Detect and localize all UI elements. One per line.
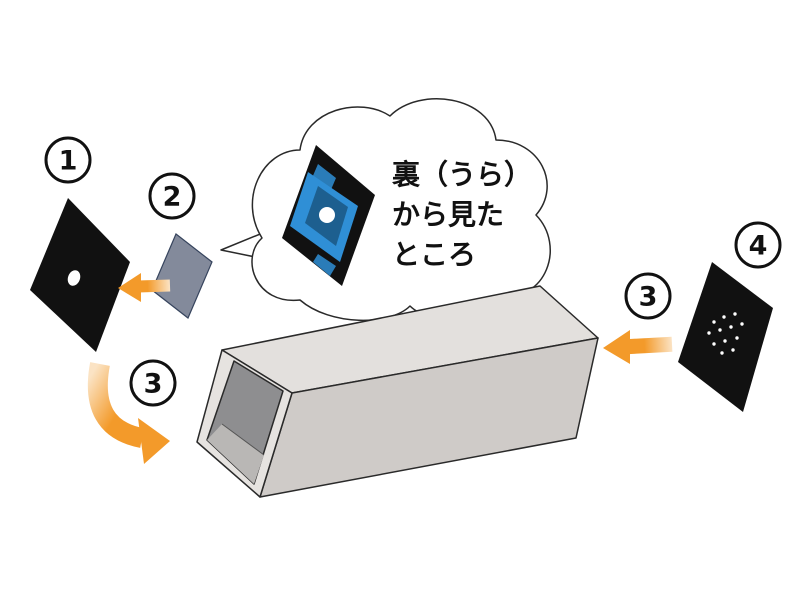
card-back-view	[282, 145, 375, 286]
marker-label: 1	[59, 146, 78, 177]
arrow-head	[118, 273, 141, 302]
marker-4: 4	[734, 221, 782, 269]
pinhole	[720, 351, 724, 355]
pinhole	[722, 315, 726, 319]
thought-bubble: 裏（うら） から見た ところ	[220, 98, 551, 321]
pinhole	[712, 342, 716, 346]
pinhole	[729, 325, 733, 329]
card-hole	[67, 270, 81, 286]
marker-circle	[624, 272, 672, 320]
pinhole	[707, 331, 711, 335]
tape-strip-top	[312, 164, 336, 192]
pinhole-pattern	[707, 312, 744, 355]
callout-line-2: から見た	[392, 198, 504, 231]
tube-inner-floor	[207, 424, 264, 484]
arrow-head	[603, 330, 630, 364]
pinhole	[731, 348, 735, 352]
callout-line-3: ところ	[392, 238, 476, 271]
arrow-shaft	[137, 279, 171, 293]
tape-strip-bottom	[313, 254, 336, 276]
pinhole	[718, 328, 722, 332]
marker-3-right: 3	[624, 272, 672, 320]
callout-line-1: 裏（うら）	[392, 158, 532, 191]
pinhole	[723, 339, 727, 343]
curved-arrow-head	[138, 418, 170, 464]
marker-3-left: 3	[129, 359, 177, 407]
pinhole	[740, 322, 744, 326]
marker-label: 3	[639, 282, 658, 313]
arrow-shaft	[625, 336, 673, 355]
arrow-card4-to-tube	[603, 330, 673, 364]
pinhole	[733, 312, 737, 316]
marker-2: 2	[148, 172, 196, 220]
pinhole	[712, 320, 716, 324]
marker-1: 1	[44, 136, 92, 184]
black-card-with-pinholes	[678, 262, 773, 412]
square-tube	[196, 285, 599, 498]
marker-label: 4	[749, 231, 768, 262]
tube-inner-edge	[221, 423, 265, 456]
marker-circle	[148, 172, 196, 220]
marker-circle	[734, 221, 782, 269]
marker-label: 3	[144, 369, 163, 400]
pinhole	[735, 336, 739, 340]
curved-arrow-insert	[87, 362, 170, 464]
marker-label: 2	[163, 182, 182, 213]
card-back-hole	[319, 207, 335, 223]
marker-circle	[44, 136, 92, 184]
curved-arrow-shaft	[87, 362, 145, 448]
arrow-filter-to-card	[118, 273, 171, 302]
part-2-filter-sheet	[151, 233, 213, 319]
marker-circle	[129, 359, 177, 407]
part-4-card	[678, 262, 773, 412]
part-1-card	[30, 198, 130, 352]
